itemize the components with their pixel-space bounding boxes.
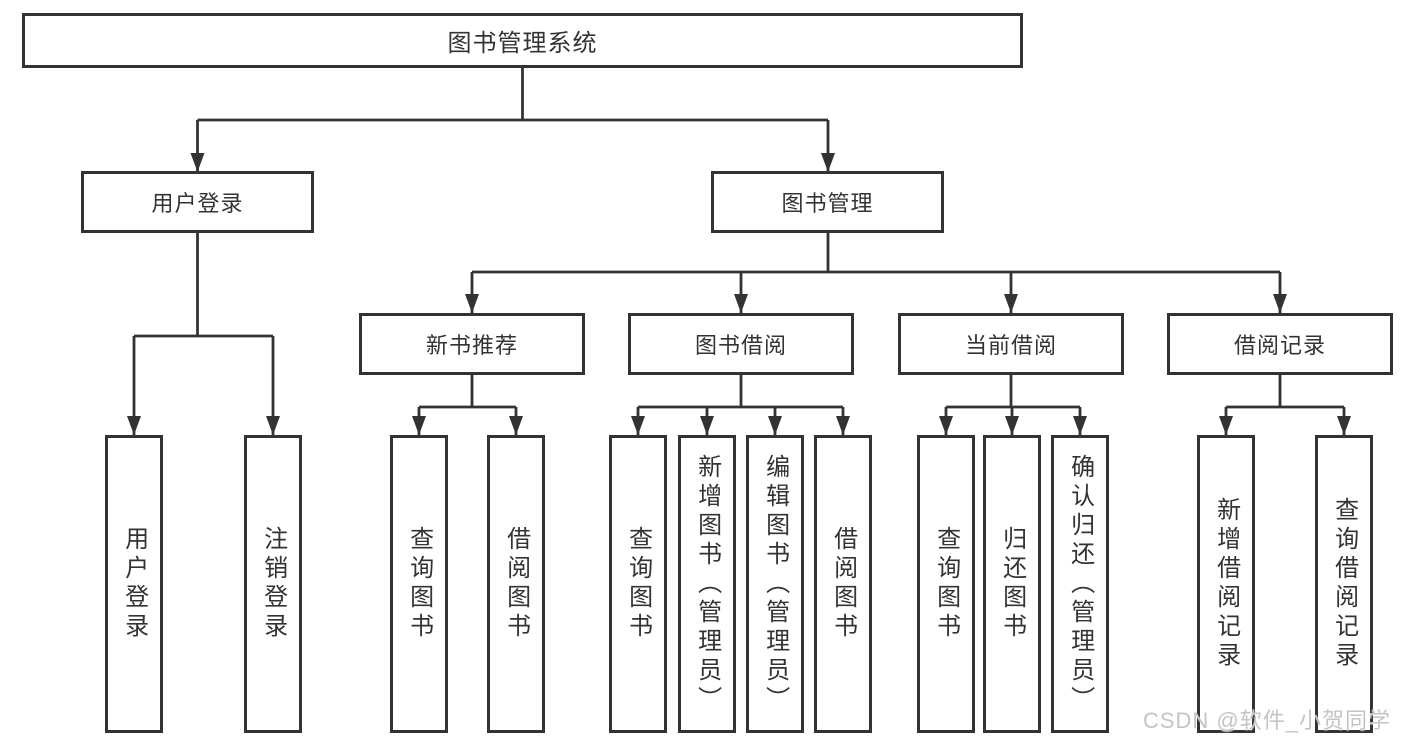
leaf-label: 借阅图书 [829, 526, 857, 642]
leaf-borrow-books-recommend: 借阅图书 [487, 435, 545, 733]
node-book-borrowing: 图书借阅 [628, 313, 854, 375]
leaf-label: 归还图书 [998, 526, 1026, 642]
leaf-borrow-books: 借阅图书 [814, 435, 872, 733]
leaf-label: 新增图书（管理员） [693, 453, 721, 715]
leaf-label: 用户登录 [120, 526, 148, 642]
leaf-query-books-current: 查询图书 [917, 435, 975, 733]
leaf-label: 查询图书 [405, 526, 433, 642]
leaf-label: 新增借阅记录 [1212, 497, 1240, 671]
node-user-login: 用户登录 [81, 171, 314, 233]
node-borrowing-records: 借阅记录 [1167, 313, 1393, 375]
leaf-label: 确认归还（管理员） [1066, 453, 1094, 715]
leaf-label: 查询借阅记录 [1330, 497, 1358, 671]
node-book-management: 图书管理 [711, 171, 944, 233]
leaf-label: 查询图书 [932, 526, 960, 642]
leaf-query-books-borrow: 查询图书 [609, 435, 667, 733]
leaf-query-borrow-record: 查询借阅记录 [1315, 435, 1373, 733]
leaf-label: 编辑图书（管理员） [761, 453, 789, 715]
leaf-add-borrow-record: 新增借阅记录 [1197, 435, 1255, 733]
leaf-label: 注销登录 [259, 526, 287, 642]
leaf-user-login: 用户登录 [105, 435, 163, 733]
leaf-logout: 注销登录 [244, 435, 302, 733]
node-library-system: 图书管理系统 [22, 13, 1023, 68]
leaf-label: 借阅图书 [502, 526, 530, 642]
leaf-query-books-recommend: 查询图书 [390, 435, 448, 733]
node-new-book-recommendation: 新书推荐 [359, 313, 585, 375]
leaf-edit-book-admin: 编辑图书（管理员） [746, 435, 804, 733]
leaf-add-book-admin: 新增图书（管理员） [678, 435, 736, 733]
leaf-confirm-return-admin: 确认归还（管理员） [1051, 435, 1109, 733]
node-current-borrowing: 当前借阅 [898, 313, 1124, 375]
leaf-return-books: 归还图书 [983, 435, 1041, 733]
leaf-label: 查询图书 [624, 526, 652, 642]
csdn-watermark: CSDN @软件_小贺同学 [1142, 708, 1391, 733]
